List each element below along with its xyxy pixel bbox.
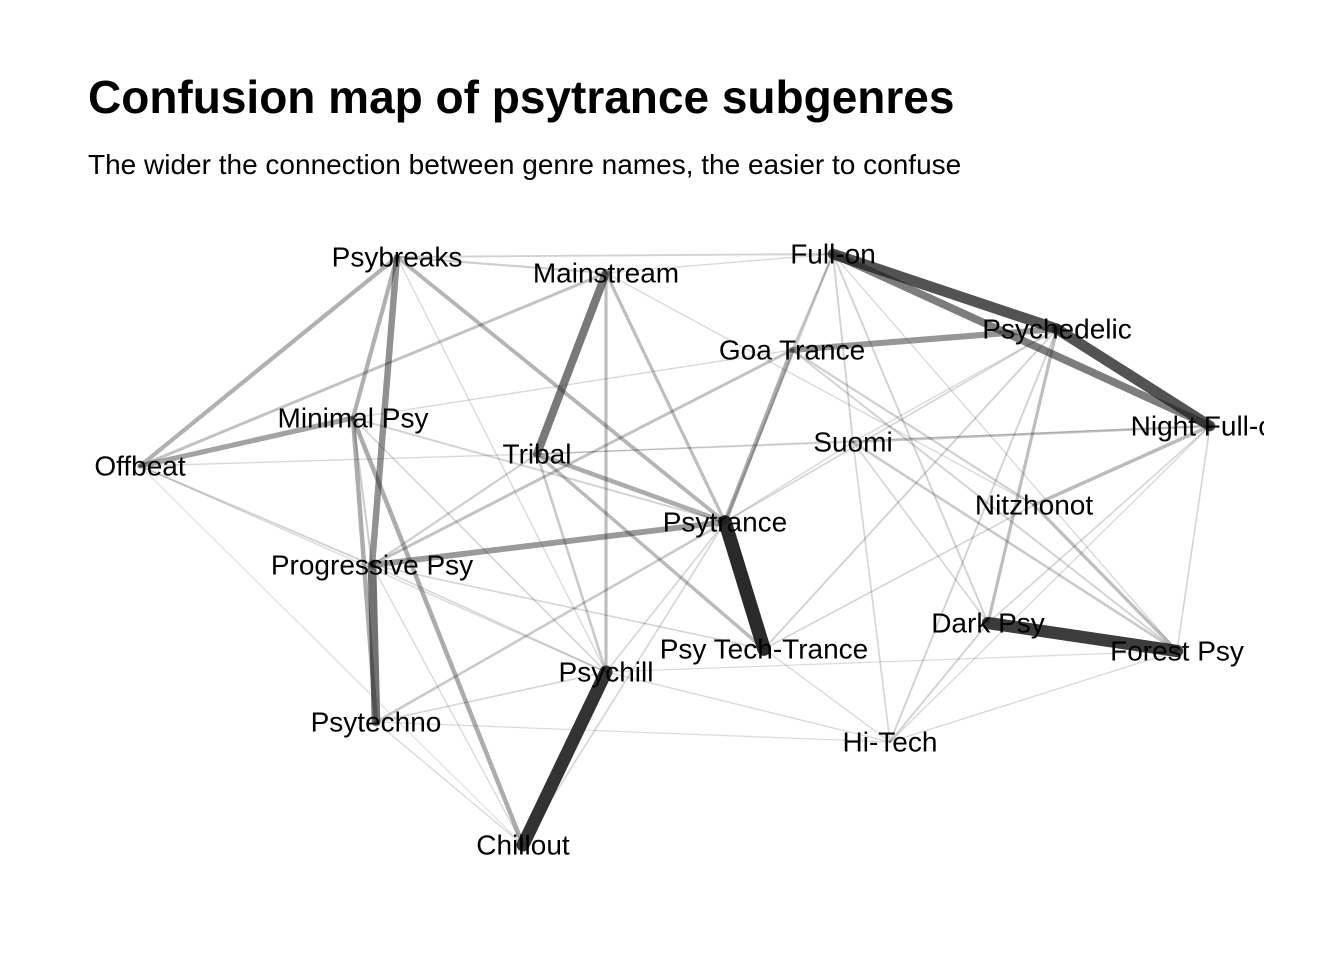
node-label-psytechno: Psytechno [311,707,442,738]
edge-forest-hitech [889,650,1178,743]
edge-mainstream-psytrance [604,271,727,524]
node-label-techtrance: Psy Tech-Trance [660,634,869,665]
node-label-darkpsy: Dark Psy [931,608,1045,639]
edge-psytechno-hitech [375,721,891,743]
edge-goa-psytrance [722,347,795,525]
edge-progressive-psychill [371,564,607,673]
edge-fullon-psychedelic [827,248,1063,335]
edge-tribal-psychill [535,452,608,674]
edge-mainstream-nitzhonot [605,272,1035,506]
node-label-offbeat: Offbeat [94,451,186,482]
edge-psytechno-chillout [375,721,524,846]
node-label-fullon: Full-on [790,239,876,270]
edge-psychill-psytechno [375,671,607,723]
edge-psychedelic-hitech [889,328,1058,743]
edge-darkpsy-hitech [889,622,989,743]
edge-psychedelic-nightfull [1051,323,1216,432]
edge-psychedelic-psytrance [724,328,1058,523]
edge-tribal-progressive [370,452,539,567]
edge-nightfull-forest [1176,425,1211,652]
edge-tribal-techtrance [535,452,766,651]
edge-nightfull-darkpsy [987,425,1211,624]
edge-mainstream-tribal [532,268,611,459]
edge-minimal-offbeat [137,415,356,469]
node-label-minimal: Minimal Psy [278,403,429,434]
edge-suomi-forest [851,440,1179,653]
edge-minimal-chillout [350,415,526,848]
node-label-psychedelic: Psychedelic [982,314,1131,345]
edge-psybreaks-offbeat [137,254,400,469]
edge-psybreaks-minimal [350,254,400,421]
edge-mainstream-offbeat [138,271,608,468]
node-label-tribal: Tribal [503,439,572,470]
node-label-chillout: Chillout [476,830,570,861]
edge-tribal-nightfull [536,425,1211,455]
edge-minimal-psychill [352,417,607,673]
edge-progressive-chillout [371,564,524,846]
node-label-mainstream: Mainstream [533,258,679,289]
edge-mainstream-fullon [605,253,834,274]
edge-suomi-nightfull [851,424,1212,444]
edge-psybreaks-psychill [396,256,607,673]
edge-nightfull-hitech [889,425,1211,743]
edge-tribal-psytrance [534,451,728,525]
node-label-hitech: Hi-Tech [843,727,938,758]
edge-offbeat-tribal [139,453,538,467]
edge-goa-forest [791,349,1178,652]
chart-title: Confusion map of psytrance subgenres [88,71,955,123]
edge-fullon-goa [790,252,835,352]
edge-psychedelic-techtrance [763,328,1058,650]
edge-progressive-psytrance [369,519,728,568]
edge-psybreaks-mainstream [395,255,608,275]
edge-psytrance-psychill [605,521,726,673]
edge-goa-minimal [352,349,793,419]
edge-psytrance-techtrance [718,515,771,656]
node-label-nitzhonot: Nitzhonot [975,490,1094,521]
edge-nitzhonot-nightfull [1032,424,1212,507]
edge-nitzhonot-forest [1032,503,1179,653]
edge-psybreaks-progressive [368,253,401,569]
edge-psybreaks-fullon [396,253,834,258]
edge-offbeat-chillout [139,465,524,846]
node-label-suomi: Suomi [813,427,892,458]
edge-fullon-psytrance [723,252,835,524]
edge-offbeat-progressive [139,465,373,566]
edges-layer [137,248,1216,852]
edge-psytrance-psytechno [374,520,727,724]
edge-nitzhonot-techtrance [763,504,1035,650]
node-label-psytrance: Psytrance [663,507,788,538]
node-label-goa: Goa Trance [719,335,865,366]
edge-psychill-chillout [516,665,613,852]
edge-darkpsy-forest [981,616,1184,658]
edge-fullon-forest [832,253,1178,652]
edge-fullon-nightfull [829,250,1214,430]
edge-forest-psychill [605,650,1178,673]
edge-suomi-tribal [536,441,854,455]
edge-psychill-hitech [605,671,891,743]
edge-progressive-techtrance [371,564,765,650]
node-label-psychill: Psychill [559,657,654,688]
edge-psytrance-chillout [522,521,726,846]
node-label-nightfull: Night Full-on [1131,411,1264,442]
edge-suomi-hitech [852,441,891,743]
edge-fullon-darkpsy [832,253,989,624]
node-label-forest: Forest Psy [1110,636,1244,667]
chart-subtitle: The wider the connection between genre n… [88,149,962,180]
node-label-psybreaks: Psybreaks [332,242,463,273]
edge-suomi-darkpsy [852,441,989,624]
node-label-progressive: Progressive Psy [271,550,473,581]
edge-progressive-psytechno [367,560,381,727]
edge-psychedelic-darkpsy [986,327,1059,625]
edge-techtrance-hitech [763,648,891,743]
edge-minimal-psytrance [352,417,726,523]
edge-psychedelic-suomi [852,328,1058,443]
edge-psytrance-suomi [724,441,854,523]
edge-goa-progressive [370,348,794,567]
edge-goa-nitzhonot [790,348,1036,507]
edge-minimal-progressive [351,416,374,567]
edge-fullon-suomi [832,253,854,443]
